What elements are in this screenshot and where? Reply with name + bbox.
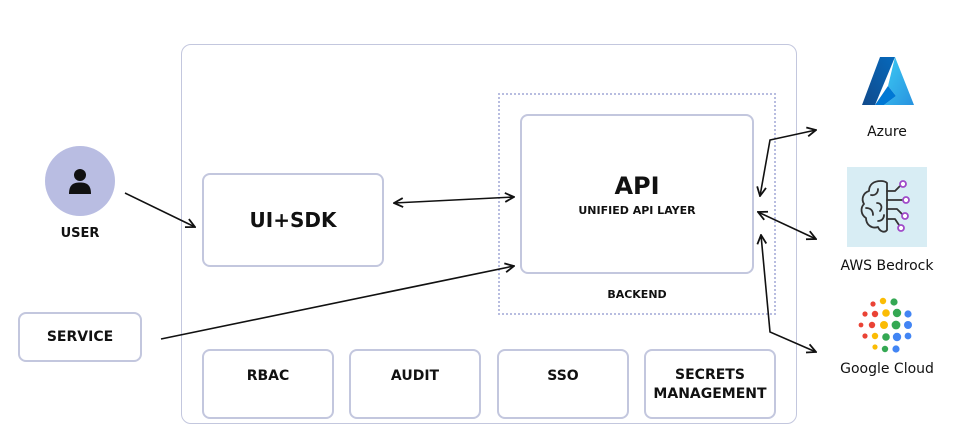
google-cloud-logo-icon[interactable] [853, 292, 919, 358]
secrets-label-line2: MANAGEMENT [653, 386, 767, 402]
audit-label: AUDIT [390, 368, 440, 384]
azure-logo-icon[interactable] [862, 56, 914, 106]
api-aws-arrow [758, 212, 816, 239]
ui-sdk-node[interactable]: UI+SDK [202, 173, 384, 267]
secrets-management-label: SECRETS MANAGEMENT [653, 366, 766, 404]
api-google-arrow [761, 235, 816, 352]
api-subtitle: UNIFIED API LAYER [578, 203, 696, 217]
ui-sdk-label: UI+SDK [249, 208, 337, 232]
ui-api-arrow [394, 197, 514, 203]
aws-bedrock-label: AWS Bedrock [840, 258, 934, 274]
service-node[interactable]: SERVICE [18, 312, 142, 362]
user-to-ui-arrow [124, 192, 195, 227]
api-title: API [614, 171, 660, 200]
person-icon [69, 169, 91, 194]
service-to-api-arrow [160, 266, 514, 340]
service-label: SERVICE [46, 329, 114, 345]
api-node[interactable]: API UNIFIED API LAYER [520, 114, 754, 274]
secrets-label-line1: SECRETS [675, 367, 745, 383]
azure-label: Azure [867, 124, 907, 140]
user-avatar[interactable] [45, 146, 115, 216]
rbac-label: RBAC [246, 368, 290, 384]
user-label: USER [60, 226, 100, 241]
aws-bedrock-logo-icon[interactable] [847, 167, 927, 247]
api-azure-arrow [760, 130, 816, 196]
connector-arrows [124, 0, 979, 400]
google-cloud-label: Google Cloud [840, 361, 934, 377]
backend-label: BACKEND [607, 288, 667, 301]
sso-label: SSO [547, 368, 579, 384]
